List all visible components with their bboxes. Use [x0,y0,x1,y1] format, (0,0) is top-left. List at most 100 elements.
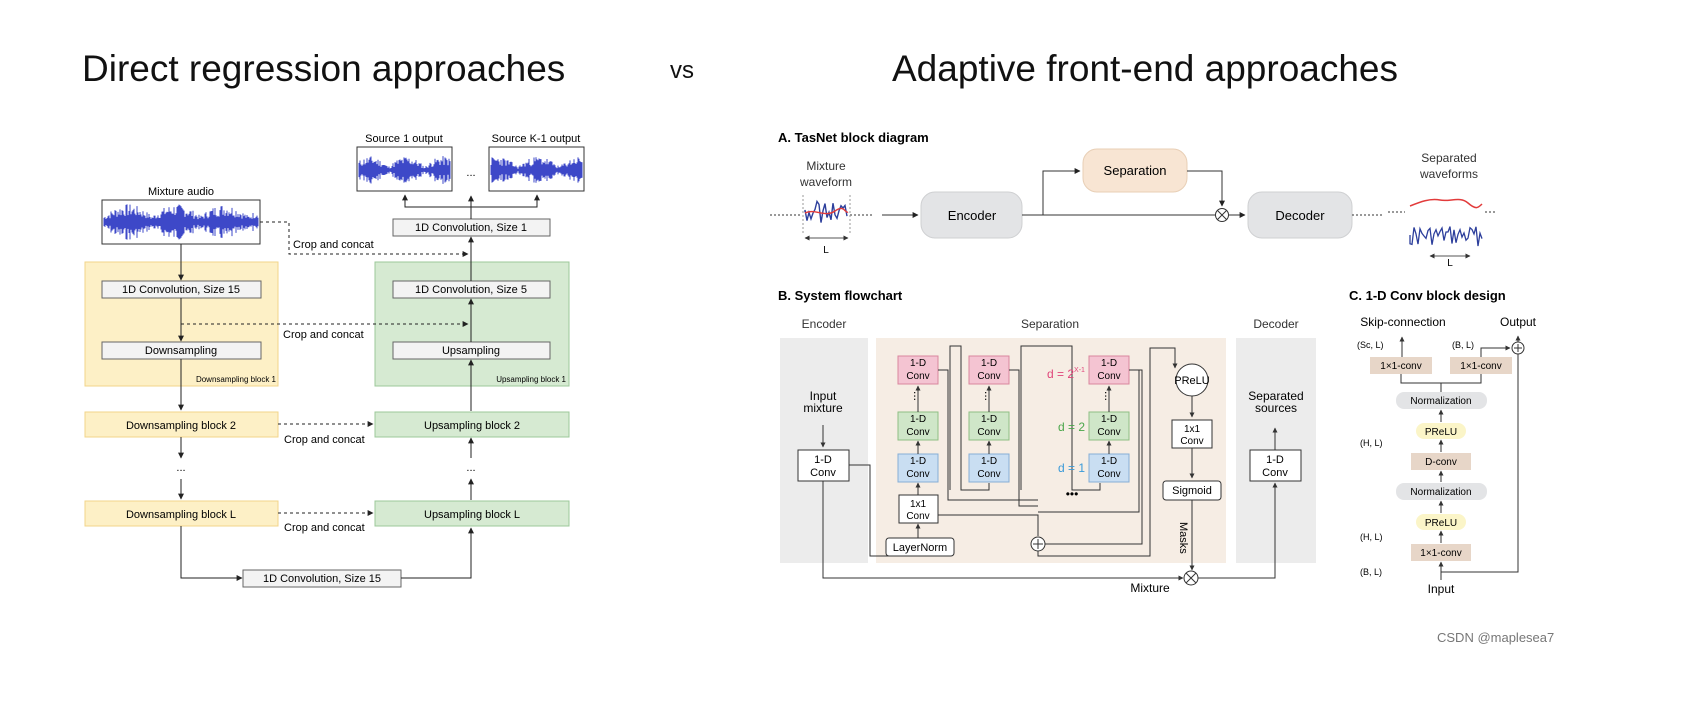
system-flowchart: B. System flowchart Encoder Separation D… [778,288,1316,595]
dilation-low-label: d = 1 [1058,461,1085,475]
convblock-heading: C. 1-D Conv block design [1349,288,1506,303]
downsampling-block2-label: Downsampling block 2 [126,420,236,432]
conv-stack-1-skip-line [1009,369,1038,507]
decoder-label: Decoder [1275,208,1325,223]
out-1x1-conv-label: 1×1-conv [1460,361,1501,372]
conv-stack-2-1-label-1: Conv [1097,427,1120,438]
tasnet-L-right: L [1447,258,1453,269]
prelu-top-label: PReLU [1425,427,1457,438]
conv-stack-2-2-box [1088,453,1130,483]
input-mixture-label-2: mixture [803,401,843,415]
dilation-top-label: d = 2X-1 [1047,367,1085,381]
col-encoder-label: Encoder [802,317,847,331]
source1-label: Source 1 output [365,133,443,145]
wave-u-net-diagram: Mixture audio Source 1 output ... Source… [84,133,585,588]
col-separation-label: Separation [1021,317,1079,331]
conv-stack-0-2-label-1: Conv [906,469,929,480]
conv-stack-2-0-box [1088,355,1130,385]
mixture-audio-label: Mixture audio [148,186,214,198]
downsampling-blockL [84,500,279,527]
conv-size1-label: 1D Convolution, Size 1 [415,222,527,234]
conv-stack-1-0-label-1: Conv [977,371,1000,382]
dconv-label: D-conv [1425,457,1457,468]
vs-label: vs [670,57,694,84]
crop-concat-label-4: Crop and concat [284,522,365,534]
mixwave-trace [103,204,259,240]
prelu-bottom-box [1416,514,1466,530]
conv-stack-0-1-label-0: 1-D [910,414,926,425]
encoder-conv-label-2: Conv [810,467,836,479]
conv-stack-0-skip-line [938,369,1038,501]
crop-concat-label-2: Crop and concat [283,329,364,341]
h-l-bottom-label: (H, L) [1360,532,1383,542]
conv-stack-0-0-box [897,355,939,385]
input-label: Input [1428,582,1455,596]
prelu-top-box [1416,423,1466,439]
h-l-top-label: (H, L) [1360,438,1383,448]
conv-stack-1-1-box [968,411,1010,441]
stack-link-1 [1020,345,1101,491]
downsampling-label: Downsampling [145,345,217,357]
tasnet-heading: A. TasNet block diagram [778,130,929,145]
layernorm-box [885,537,955,557]
b-l-top-label: (B, L) [1452,340,1474,350]
conv-stack-2-1-label-0: 1-D [1101,414,1117,425]
conv-stack-1-2-box [968,453,1010,483]
tasnet-output-waves [1388,198,1495,247]
conv-stack-0-2-label-0: 1-D [910,456,926,467]
source1-waveform [358,156,451,184]
flowchart-heading: B. System flowchart [778,288,903,303]
in-1x1-conv-box [1411,544,1471,561]
upsampling-block2-label: Upsampling block 2 [424,420,520,432]
right-title: Adaptive front-end approaches [892,48,1399,89]
separated-sources-label-2: sources [1255,401,1297,415]
sep-1x1-conv-box [898,494,939,524]
srcKwave-trace [490,157,583,183]
conv-stack-0-1-label-1: Conv [906,427,929,438]
conv-stack-2-0-label-1: Conv [1097,371,1120,382]
conv-size5-label: 1D Convolution, Size 5 [415,284,527,296]
skip-1x1-conv-box [1370,357,1432,374]
crop-concat-label-1: Crop and concat [293,239,374,251]
right-vertical-ellipsis: ... [466,462,475,474]
conv-stack-1-0-label-0: 1-D [981,358,997,369]
tasnet-input-wave [770,195,872,235]
decoder-conv-label-1: 1-D [1266,454,1284,466]
stack-horizontal-dots: ••• [1066,487,1079,501]
norm-bottom-box [1396,483,1487,500]
layernorm-label: LayerNorm [893,542,947,554]
upsampling-label: Upsampling [442,345,500,357]
left-vertical-ellipsis: ... [176,462,185,474]
conv-stack-1-1-label-0: 1-D [981,414,997,425]
dilation-mid-label: d = 2 [1058,420,1085,434]
downsampling-blockL-label: Downsampling block L [126,509,236,521]
conv-block-design: C. 1-D Conv block design Skip-connection… [1349,288,1537,596]
conv-stacks: 1-DConv1-DConv1-DConv...1-DConv1-DConv1-… [897,345,1143,545]
conv-stack-2-0-label-0: 1-D [1101,358,1117,369]
norm-bottom-label: Normalization [1410,487,1471,498]
out-1x1-conv-box [1450,357,1512,374]
mixture-waveform [103,204,259,240]
conv-stack-0-1-box [897,411,939,441]
conv-size15-top-label: 1D Convolution, Size 15 [122,284,240,296]
output-label: Output [1500,315,1537,329]
dconv-box [1411,453,1471,470]
separated-sources-label-1: Separated [1248,389,1303,403]
separated-waveforms-label-2: waveforms [1419,167,1478,181]
encoder-conv-box [797,449,850,482]
sc-l-label: (Sc, L) [1357,340,1384,350]
sep-1x1-label-2: Conv [906,511,929,522]
tasnet-output-red-trace [1409,198,1483,209]
tasnet-L-left: L [823,245,829,256]
conv-stack-0-0-label-0: 1-D [910,358,926,369]
mixture-waveform-label-2: waveform [799,175,852,189]
crop-concat-label-3: Crop and concat [284,434,365,446]
conv-stack-2-2-label-0: 1-D [1101,456,1117,467]
norm-top-label: Normalization [1410,396,1471,407]
mask-1x1-label-2: Conv [1180,436,1203,447]
input-mixture-label-1: Input [810,389,837,403]
mixture-label: Mixture [1130,581,1170,595]
conv-size15-bottom-label: 1D Convolution, Size 15 [263,573,381,585]
masks-label: Masks [1177,522,1189,554]
skip-1x1-conv-label: 1×1-conv [1380,361,1421,372]
